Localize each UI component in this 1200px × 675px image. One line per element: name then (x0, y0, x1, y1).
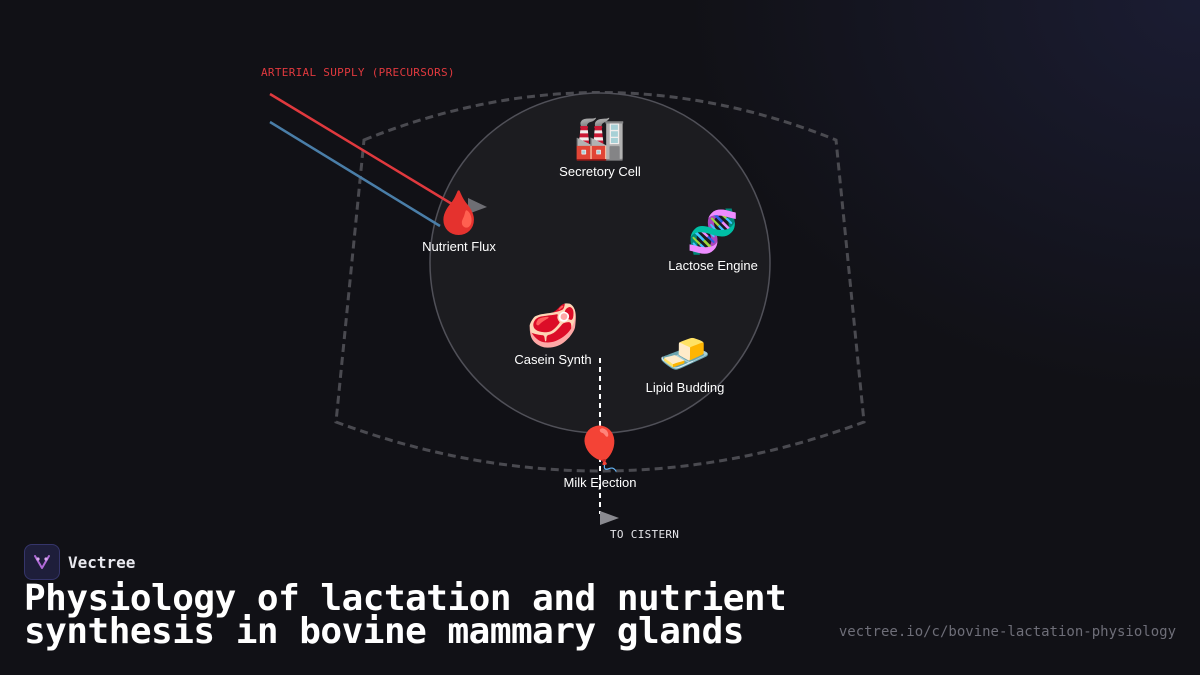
node-label: Lipid Budding (645, 380, 725, 395)
brand[interactable]: Vectree (24, 544, 135, 580)
butter-icon: 🧈 (658, 329, 712, 378)
node-label: Lactose Engine (668, 258, 758, 273)
node-milk-ejection: 🎈 Milk Ejection (563, 424, 637, 491)
node-nutrient-flux: 🩸 Nutrient Flux (422, 188, 496, 255)
venous-line (269, 120, 441, 228)
gland-outline (334, 91, 866, 473)
factory-icon: 🏭 (573, 113, 627, 162)
node-lactose-engine: 🧬 Lactose Engine (668, 207, 758, 274)
page-title: Physiology of lactation and nutrient syn… (24, 578, 787, 652)
meat-icon: 🥩 (526, 301, 580, 350)
arterial-line (269, 92, 453, 206)
node-secretory-cell: 🏭 Secretory Cell (559, 113, 641, 180)
node-label: Milk Ejection (563, 475, 637, 490)
brand-name: Vectree (68, 552, 136, 572)
to-cistern-label: TO CISTERN (610, 528, 680, 541)
arterial-supply-label: ARTERIAL SUPPLY (PRECURSORS) (261, 66, 455, 79)
node-label: Casein Synth (514, 352, 592, 367)
node-label: Nutrient Flux (422, 239, 496, 254)
arterial-arrowhead (468, 198, 487, 214)
source-url[interactable]: vectree.io/c/bovine-lactation-physiology (838, 624, 1176, 640)
blood-drop-icon: 🩸 (432, 188, 486, 237)
node-casein-synth: 🥩 Casein Synth (514, 301, 592, 368)
node-label: Secretory Cell (559, 164, 641, 179)
dna-icon: 🧬 (686, 207, 740, 256)
vectree-logo-icon (24, 544, 60, 580)
node-lipid-budding: 🧈 Lipid Budding (645, 329, 725, 396)
balloon-icon: 🎈 (573, 424, 627, 473)
cistern-arrowhead (600, 511, 619, 525)
